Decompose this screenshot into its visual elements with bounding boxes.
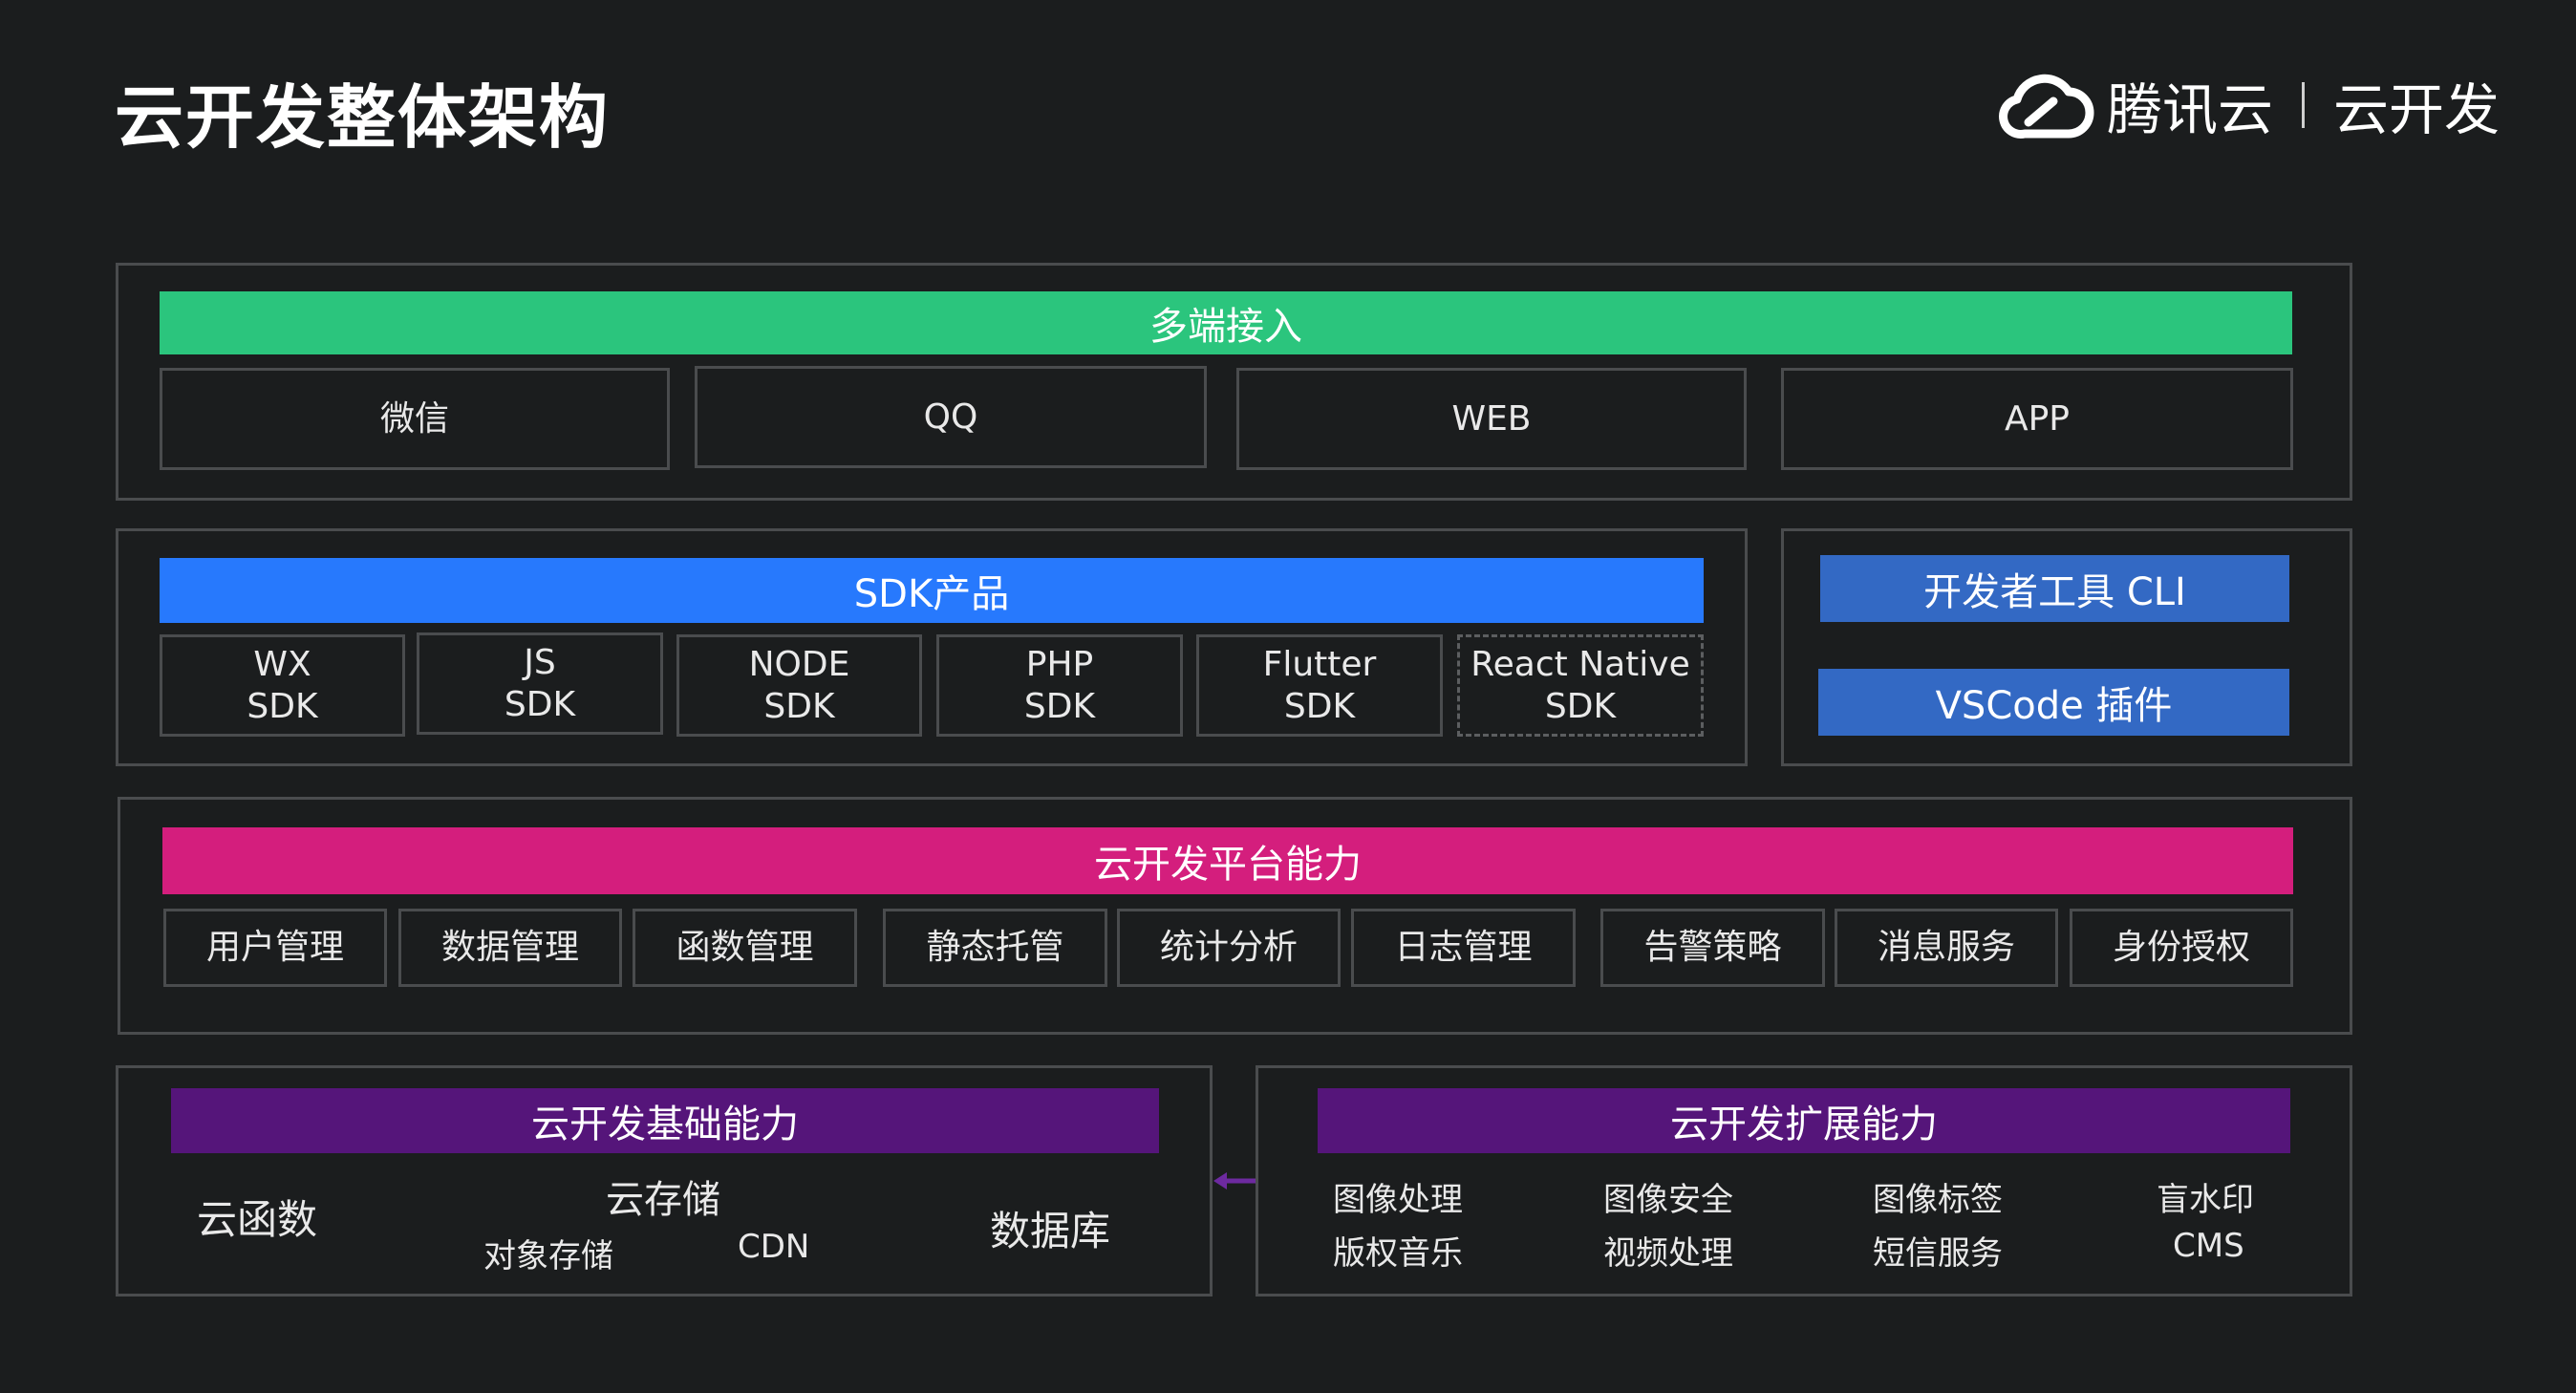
ext-item-image-tagging: 图像标签 bbox=[1873, 1181, 2003, 1219]
cloud-icon bbox=[1999, 74, 2094, 139]
ext-item-video-processing: 视频处理 bbox=[1603, 1234, 1733, 1273]
platform-item-identity-auth: 身份授权 bbox=[2070, 909, 2293, 987]
cloud-storage-label: 云存储 bbox=[606, 1178, 720, 1222]
sdk-item-flutter: Flutter SDK bbox=[1196, 634, 1443, 737]
platform-item-static-hosting: 静态托管 bbox=[883, 909, 1107, 987]
brand-logo: 腾讯云 云开发 bbox=[1996, 65, 2500, 145]
sdk-item-name: Flutter bbox=[1262, 645, 1377, 685]
sdk-bar: SDK产品 bbox=[160, 558, 1704, 623]
ext-item-cms: CMS bbox=[2173, 1227, 2244, 1265]
platform-item-alert-policy: 告警策略 bbox=[1600, 909, 1825, 987]
vscode-plugin-bar: VSCode 插件 bbox=[1818, 669, 2289, 736]
platform-item-log-management: 日志管理 bbox=[1351, 909, 1576, 987]
sdk-item-node: NODE SDK bbox=[676, 634, 922, 737]
brand-divider bbox=[2301, 82, 2305, 128]
sdk-item-suffix: SDK bbox=[247, 686, 318, 726]
basic-panel bbox=[116, 1065, 1213, 1297]
tools-panel bbox=[1781, 528, 2352, 766]
sdk-item-name: PHP bbox=[1025, 645, 1094, 685]
sdk-item-react-native: React Native SDK bbox=[1457, 634, 1704, 737]
sdk-item-php: PHP SDK bbox=[936, 634, 1183, 737]
ext-item-sms-service: 短信服务 bbox=[1873, 1234, 2003, 1273]
brand-product: 云开发 bbox=[2332, 77, 2500, 142]
multi-access-bar: 多端接入 bbox=[160, 291, 2292, 354]
sdk-item-wx: WX SDK bbox=[160, 634, 405, 737]
sdk-item-suffix: SDK bbox=[1283, 686, 1356, 726]
sdk-item-suffix: SDK bbox=[504, 684, 576, 724]
cdn-label: CDN bbox=[738, 1228, 810, 1266]
platform-item-message-service: 消息服务 bbox=[1835, 909, 2058, 987]
sdk-item-suffix: SDK bbox=[763, 686, 835, 726]
platform-item-function-management: 函数管理 bbox=[633, 909, 857, 987]
sdk-item-name: NODE bbox=[748, 645, 850, 685]
sdk-item-js: JS SDK bbox=[417, 632, 663, 735]
platform-bar: 云开发平台能力 bbox=[162, 827, 2293, 894]
sdk-item-name: WX bbox=[253, 645, 311, 685]
ext-item-copyright-music: 版权音乐 bbox=[1333, 1234, 1463, 1273]
database-label: 数据库 bbox=[990, 1208, 1111, 1254]
extended-panel bbox=[1256, 1065, 2352, 1297]
multi-access-panel bbox=[116, 263, 2352, 501]
sdk-item-name: React Native bbox=[1470, 645, 1690, 685]
access-item-app: APP bbox=[1781, 368, 2293, 470]
page-title: 云开发整体架构 bbox=[115, 77, 611, 158]
left-arrow-icon bbox=[1213, 1172, 1256, 1189]
cli-tool-bar: 开发者工具 CLI bbox=[1820, 555, 2289, 622]
access-item-wechat: 微信 bbox=[160, 368, 670, 470]
cloud-functions-label: 云函数 bbox=[197, 1196, 318, 1243]
ext-item-image-security: 图像安全 bbox=[1603, 1181, 1733, 1219]
basic-bar: 云开发基础能力 bbox=[171, 1088, 1159, 1153]
sdk-panel bbox=[116, 528, 1748, 766]
platform-item-statistics: 统计分析 bbox=[1117, 909, 1341, 987]
sdk-item-suffix: SDK bbox=[1544, 686, 1617, 726]
access-item-web: WEB bbox=[1236, 368, 1747, 470]
access-item-qq: QQ bbox=[695, 366, 1207, 468]
object-storage-label: 对象存储 bbox=[483, 1237, 613, 1275]
platform-item-user-management: 用户管理 bbox=[163, 909, 387, 987]
platform-item-data-management: 数据管理 bbox=[398, 909, 622, 987]
brand-name: 腾讯云 bbox=[2106, 77, 2273, 142]
sdk-item-suffix: SDK bbox=[1023, 686, 1096, 726]
ext-item-blind-watermark: 盲水印 bbox=[2157, 1181, 2254, 1219]
ext-item-image-processing: 图像处理 bbox=[1333, 1181, 1463, 1219]
sdk-item-name: JS bbox=[524, 643, 556, 683]
platform-panel bbox=[118, 797, 2352, 1035]
extended-bar: 云开发扩展能力 bbox=[1318, 1088, 2290, 1153]
